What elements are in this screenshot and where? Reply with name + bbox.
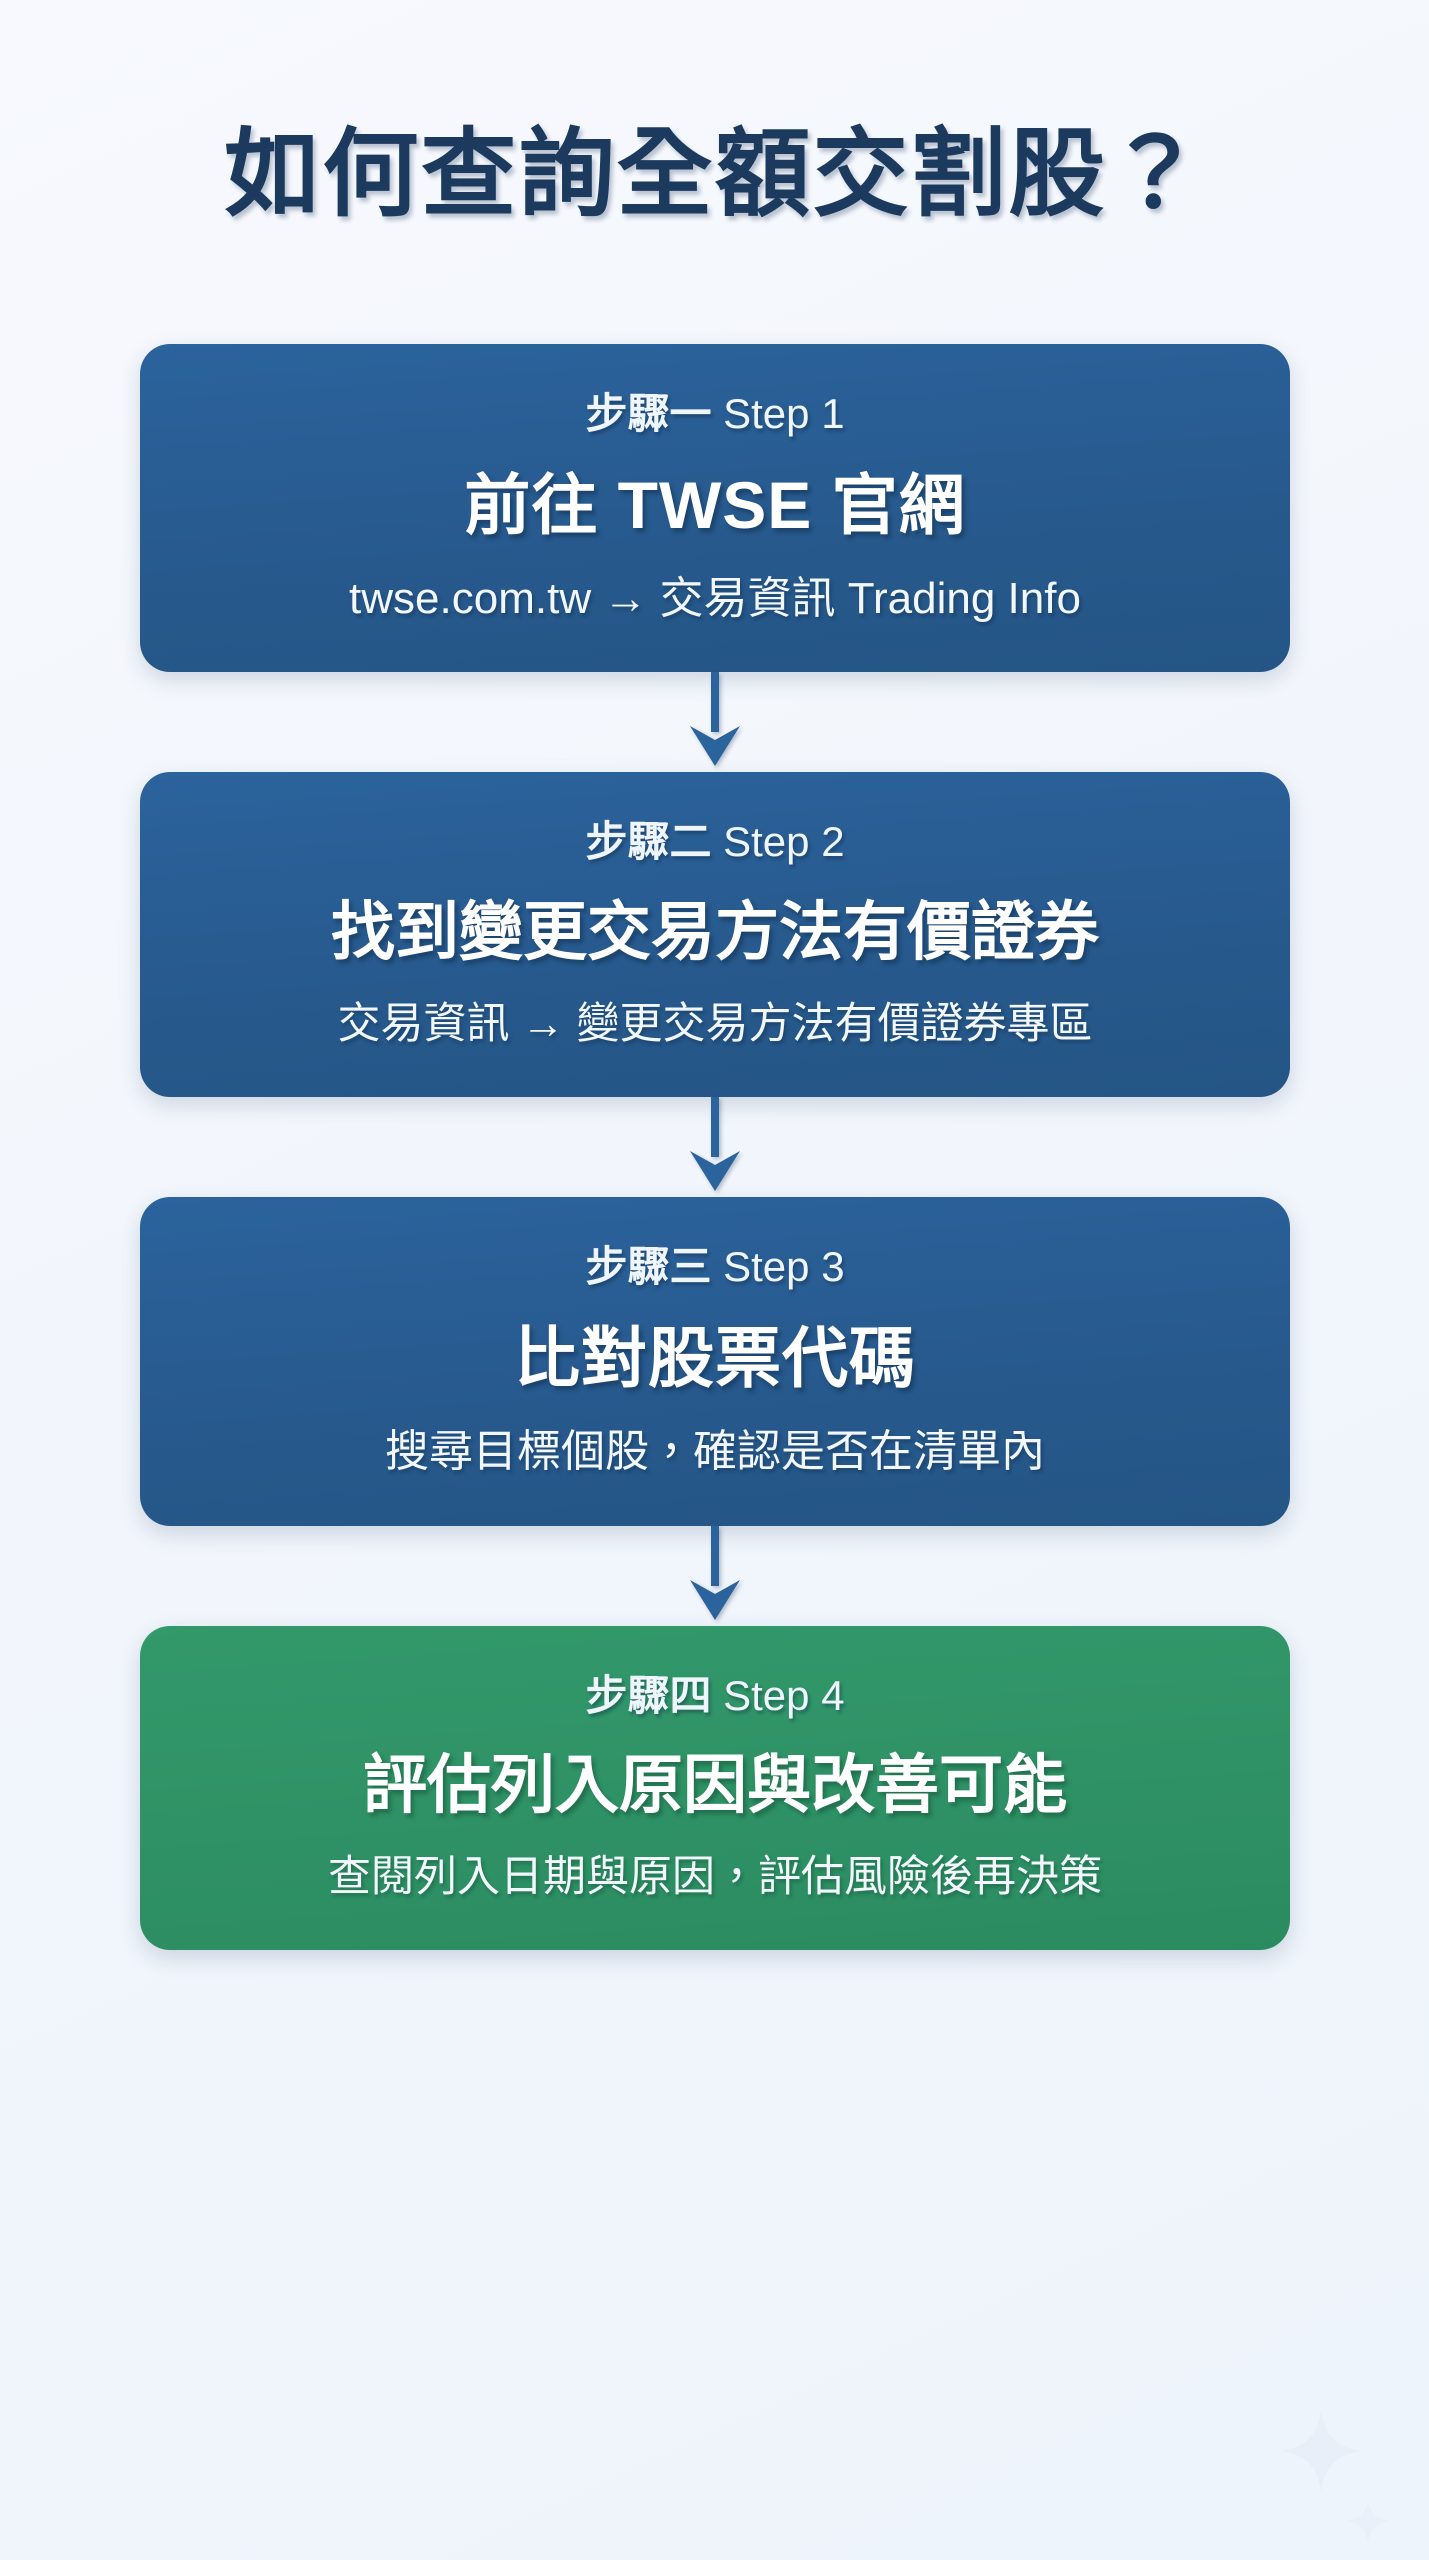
step-label-cn-1: 步驟一: [585, 390, 712, 437]
step-label-en-2: Step 2: [723, 818, 845, 866]
step-detail-4: 查閱列入日期與原因，評估風險後再決策: [328, 1853, 1102, 1902]
page-title: 如何查詢全額交割股？: [224, 121, 1205, 229]
step-card-4[interactable]: 步驟四 Step 4 評估列入原因與改善可能 查閱列入日期與原因，評估風險後再決…: [140, 1625, 1290, 1951]
steps-flow: 步驟一 Step 1 前往 TWSE 官網 twse.com.tw → 交易資訊…: [140, 344, 1290, 1951]
step-label-en-4: Step 4: [723, 1671, 845, 1719]
step-detail-2: 交易資訊 → 變更交易方法有價證券專區: [337, 1000, 1093, 1049]
arrow-down-icon: [690, 1525, 740, 1620]
arrow-down-icon: [690, 1097, 740, 1192]
step-label-3: 步驟三 Step 3: [174, 1241, 1256, 1294]
connector-2: [140, 1097, 1290, 1197]
step-label-1: 步驟一 Step 1: [585, 390, 845, 437]
connector-3: [140, 1525, 1290, 1626]
step-headline-4: 評估列入原因與改善可能: [363, 1749, 1067, 1822]
step-label-en-3: Step 3: [723, 1243, 845, 1291]
arrow-down-icon: [690, 672, 740, 767]
step-headline-3: 比對股票代碼: [514, 1320, 916, 1395]
step-card-3[interactable]: 步驟三 Step 3 比對股票代碼 搜尋目標個股，確認是否在清單內: [140, 1197, 1290, 1526]
sparkle-icon: [1345, 2498, 1391, 2544]
step-label-cn-4: 步驟四: [585, 1671, 712, 1719]
step-label-2: 步驟二 Step 2: [174, 816, 1256, 869]
step-headline-2: 找到變更交易方法有價證券: [331, 895, 1099, 968]
step-label-cn-2: 步驟二: [585, 818, 712, 866]
sparkle-icon: [1278, 2408, 1364, 2494]
step-label-en-1: [711, 390, 723, 437]
step-detail-1: twse.com.tw → 交易資訊 Trading Info: [349, 574, 1081, 624]
connector-1: [140, 672, 1290, 772]
step-headline-1: 前往 TWSE 官網: [464, 467, 966, 542]
step-label-cn-3: 步驟三: [585, 1243, 712, 1291]
step-card-2[interactable]: 步驟二 Step 2 找到變更交易方法有價證券 交易資訊 → 變更交易方法有價證…: [140, 772, 1290, 1098]
step-label-4: 步驟四 Step 4: [174, 1670, 1256, 1723]
step-detail-3: 搜尋目標個股，確認是否在清單內: [385, 1427, 1045, 1477]
step-card-1[interactable]: 步驟一 Step 1 前往 TWSE 官網 twse.com.tw → 交易資訊…: [140, 344, 1290, 673]
